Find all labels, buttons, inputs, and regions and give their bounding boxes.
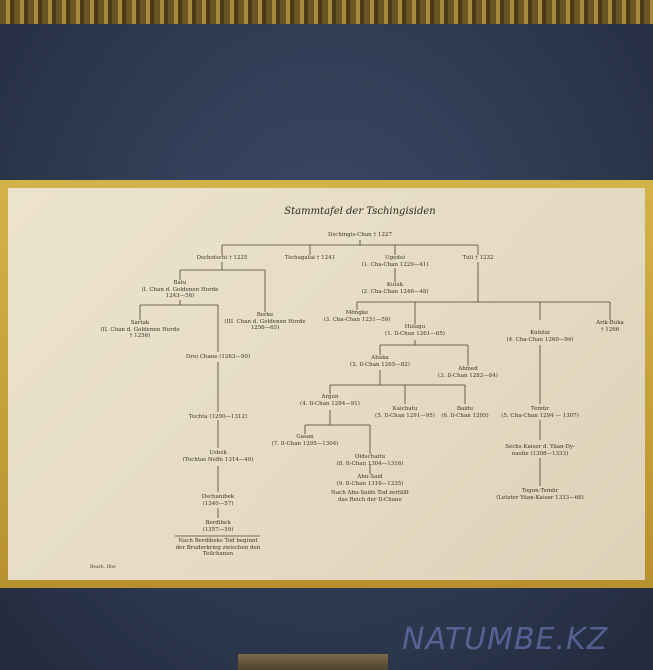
node-togon-temuer: Togon-Temür(Letzter Yüan-Kaiser 1333—68) (496, 488, 584, 501)
node-dschanibek: Dschanibek(1340—57) (201, 494, 235, 507)
watermark: NATUMBE.KZ (402, 622, 609, 657)
node-tochta: Tochta (1290—1312) (188, 414, 248, 420)
node-kubilai: Kubilai(4. Cha-Chan 1260—94) (506, 330, 574, 343)
node-hulagu: Hulagu(1. Il-Chan 1261—65) (385, 324, 445, 337)
genealogy-paper (8, 188, 645, 580)
node-tschagatai: Tschagatai † 1241 (284, 255, 336, 261)
node-muengke: Möngke(3. Cha-Chan 1251—59) (323, 310, 391, 323)
node-abaka: Abaka(2. Il-Chan 1265—82) (350, 355, 410, 368)
node-oldschaitu: Oldschaitu(8. Il-Chan 1304—1316) (336, 454, 404, 467)
node-usbek: Usbek(Tochtas Neffe 1314—40) (182, 450, 254, 463)
node-berdibek: Berdibek(1357—59) (202, 520, 234, 533)
node-sechs-kaiser: Sechs Kaiser d. Yüan-Dy-nastie (1308—133… (505, 444, 575, 457)
node-argun: Argun(4. Il-Chan 1284—91) (300, 394, 360, 407)
chart-title: Stammtafel der Tschingisiden (284, 206, 436, 217)
node-temuer: Temür(5. Cha-Chan 1294 — 1307) (501, 406, 579, 419)
node-kuiuk: Kuiuk(2. Cha-Chan 1246—48) (361, 282, 429, 295)
node-kaichatu: Kaichatu(5. Il-Chan 1291—95) (375, 406, 435, 419)
node-arikbuka: Arik-Buka† 1266 (596, 320, 624, 333)
node-gasan: Gasan(7. Il-Chan 1295—1304) (271, 434, 339, 447)
node-dschingis: Dschingis-Chan † 1227 (328, 232, 392, 238)
node-tuli: Tuli † 1232 (462, 255, 494, 261)
signature: Bearb. Dbe (90, 565, 116, 570)
node-ugedei: Ugedei(1. Cha-Chan 1229—41) (361, 255, 429, 268)
node-abu-said: Abu-Said(9. Il-Chan 1316—1335) (336, 474, 404, 487)
node-baidu: Baidu(6. Il-Chan 1295) (441, 406, 489, 419)
frame-plaque (238, 654, 388, 670)
node-dschotschi: Dschotschi † 1225 (196, 255, 248, 261)
node-drei-chane: Drei Chane (1263—90) (185, 354, 251, 360)
node-sartak: Sartak(II. Chan d. Goldenen Horde† 1256) (100, 320, 180, 339)
node-ahmed: Ahmed(3. Il-Chan 1282—84) (438, 366, 498, 379)
